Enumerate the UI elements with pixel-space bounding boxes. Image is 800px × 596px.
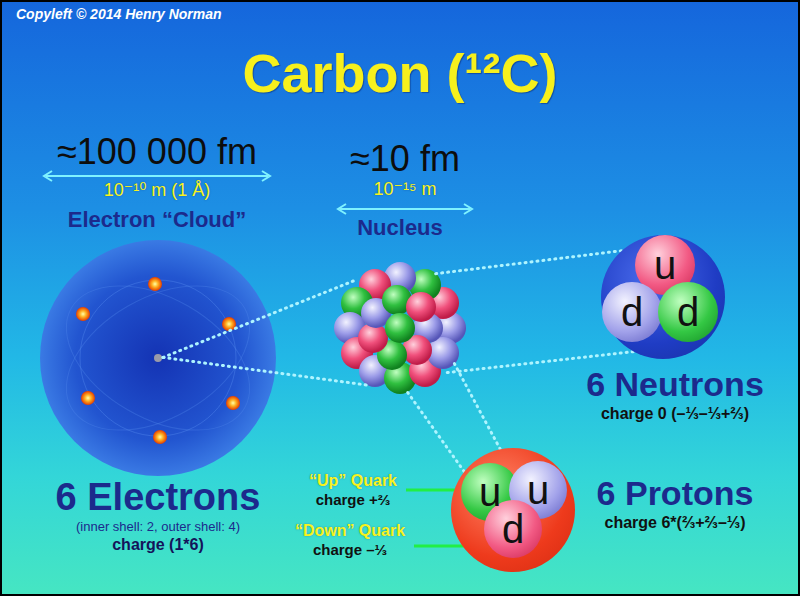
orbit-ring <box>41 256 274 460</box>
dimension-value: ≈100 000 fm <box>17 134 297 170</box>
cloud-disc <box>40 240 276 476</box>
callout-name: “Down” Quark <box>290 522 410 540</box>
callout-note: charge –⅓ <box>290 541 410 558</box>
charge-note: charge 6*(⅔+⅔–⅓) <box>575 514 775 532</box>
proton-ball: 6 Protonscharge 6*(⅔+⅔–⅓)uud <box>451 448 575 572</box>
orbit-ring <box>41 256 274 460</box>
note: (inner shell: 2, outer shell: 4) <box>10 520 306 535</box>
electron-dot <box>226 396 240 410</box>
heading: 6 Protons <box>575 474 775 513</box>
quark-letter: d <box>677 292 699 332</box>
quark-ball: d <box>602 282 662 342</box>
orbit-ring <box>80 280 236 436</box>
electron-dot <box>222 317 236 331</box>
arrow-head <box>262 171 270 181</box>
quark-letter: u <box>479 472 501 512</box>
dotted-connector <box>163 280 370 386</box>
nucleus-dot <box>154 354 162 362</box>
connector-line <box>163 280 357 358</box>
part-name: Electron “Cloud” <box>17 207 297 232</box>
dimension-arrow <box>338 204 472 214</box>
heading: 6 Neutrons <box>565 365 785 404</box>
arrow-head <box>44 171 52 181</box>
quark-letter: u <box>527 470 549 510</box>
nucleon-sphere <box>385 313 415 343</box>
electron-cloud-art <box>40 240 276 476</box>
quark-letter: d <box>621 292 643 332</box>
dimension-line <box>340 208 470 210</box>
arrow-head <box>338 204 346 214</box>
quark-ball: d <box>658 282 718 342</box>
connector-line <box>436 251 622 274</box>
heading: 6 Electrons <box>10 476 306 520</box>
electron-dot <box>76 307 90 321</box>
dimension-value: ≈10 fm <box>275 141 535 177</box>
arrow-head <box>464 204 472 214</box>
quark-letter: u <box>654 245 676 285</box>
nucleus: Nucleus <box>335 263 465 393</box>
connector-line <box>163 357 370 385</box>
connector-line <box>454 364 500 450</box>
copyright-notice: Copyleft © 2014 Henry Norman <box>16 6 336 22</box>
electron-cloud: 6 Electrons(inner shell: 2, outer shell:… <box>40 240 276 476</box>
charge-note: charge (1*6) <box>10 536 306 554</box>
connector-line <box>408 393 465 472</box>
dimension-unit: 10⁻¹⁵ m <box>275 180 535 200</box>
electron-dot <box>153 430 167 444</box>
callout-note: charge +⅔ <box>298 491 408 508</box>
electron-dot <box>148 277 162 291</box>
neutron-ball: 6 Neutronscharge 0 (–⅓–⅓+⅔)udd <box>601 235 725 359</box>
dimension-arrow <box>44 171 270 181</box>
part-name: Nucleus <box>295 215 505 240</box>
dimension-unit: 10⁻¹⁰ m (1 Å) <box>17 181 297 201</box>
charge-note: charge 0 (–⅓–⅓+⅔) <box>565 405 785 423</box>
electron-dot <box>81 391 95 405</box>
dimension-line <box>46 175 268 177</box>
callout-name: “Up” Quark <box>298 472 408 490</box>
title: Carbon (¹²C) <box>0 44 800 103</box>
quark-letter: d <box>502 509 524 549</box>
